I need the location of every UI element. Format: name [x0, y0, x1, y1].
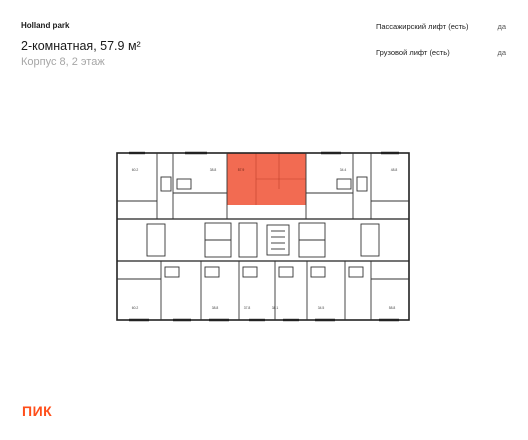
area-label-bottom-1: 60.2 — [132, 306, 139, 310]
area-label-bottom-4: 38.1 — [272, 306, 279, 310]
spec-label: Пассажирский лифт (есть) — [376, 22, 469, 31]
apartment-title: 2-комнатная, 57.9 м² — [21, 39, 141, 53]
project-name: Holland park — [21, 21, 70, 30]
area-label-bottom-5: 34.5 — [318, 306, 325, 310]
area-label-top-3: 34.4 — [340, 168, 347, 172]
area-label-bottom-2: 38.8 — [212, 306, 219, 310]
area-label-top-2: 38.8 — [210, 168, 217, 172]
pik-logo: ПИК — [22, 403, 53, 419]
area-label-top-1: 60.2 — [132, 168, 139, 172]
area-label-bottom-3: 37.8 — [244, 306, 251, 310]
building-floor: Корпус 8, 2 этаж — [21, 56, 105, 68]
spec-label: Грузовой лифт (есть) — [376, 48, 450, 57]
spec-value: да — [497, 48, 506, 57]
spec-value: да — [497, 22, 506, 31]
spec-freight-lift: Грузовой лифт (есть) да — [376, 48, 506, 74]
area-label-selected: 57.9 — [238, 168, 245, 172]
floor-plan: 57.9 60.2 38.8 34.4 48.8 60.2 38.8 37.8 … — [116, 151, 410, 322]
area-label-bottom-6: 58.8 — [389, 306, 396, 310]
area-label-top-4: 48.8 — [391, 168, 398, 172]
spec-passenger-lift: Пассажирский лифт (есть) да — [376, 22, 506, 48]
specs-list: Пассажирский лифт (есть) да Грузовой лиф… — [376, 22, 506, 74]
